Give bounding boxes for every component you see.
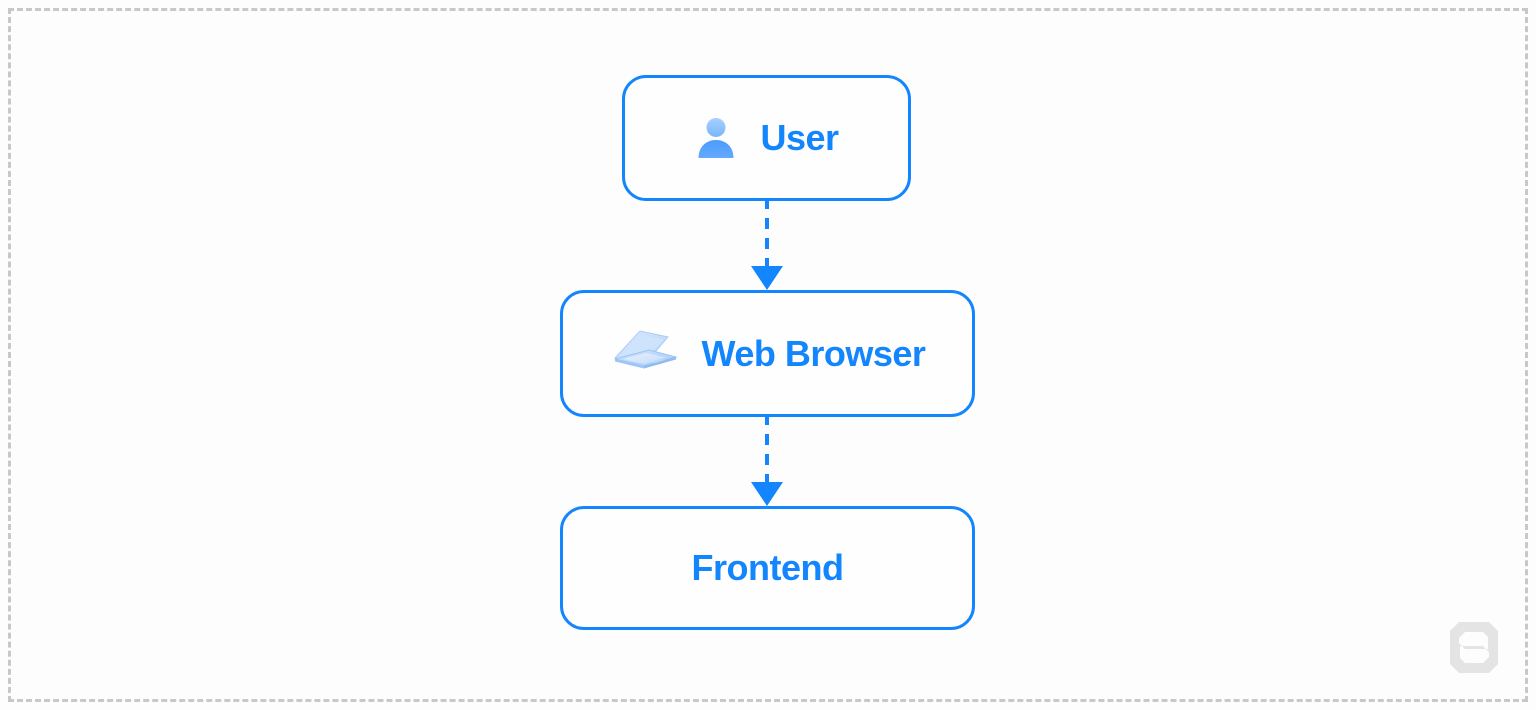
node-frontend[interactable]: Frontend [560,506,975,630]
node-web-browser-label: Web Browser [701,332,926,374]
node-frontend-label: Frontend [691,547,844,588]
person-icon [694,116,738,160]
s-monogram-logo [1446,620,1508,682]
node-user-label: User [760,117,839,158]
arrowhead-icon [751,266,783,290]
node-user[interactable]: User [622,75,911,201]
node-web-browser[interactable]: Web Browser [560,290,975,417]
laptop-icon [610,325,680,383]
arrowhead-icon [751,482,783,506]
edge-web-browser-to-frontend[interactable] [735,414,799,510]
edge-user-to-web-browser[interactable] [735,198,799,294]
